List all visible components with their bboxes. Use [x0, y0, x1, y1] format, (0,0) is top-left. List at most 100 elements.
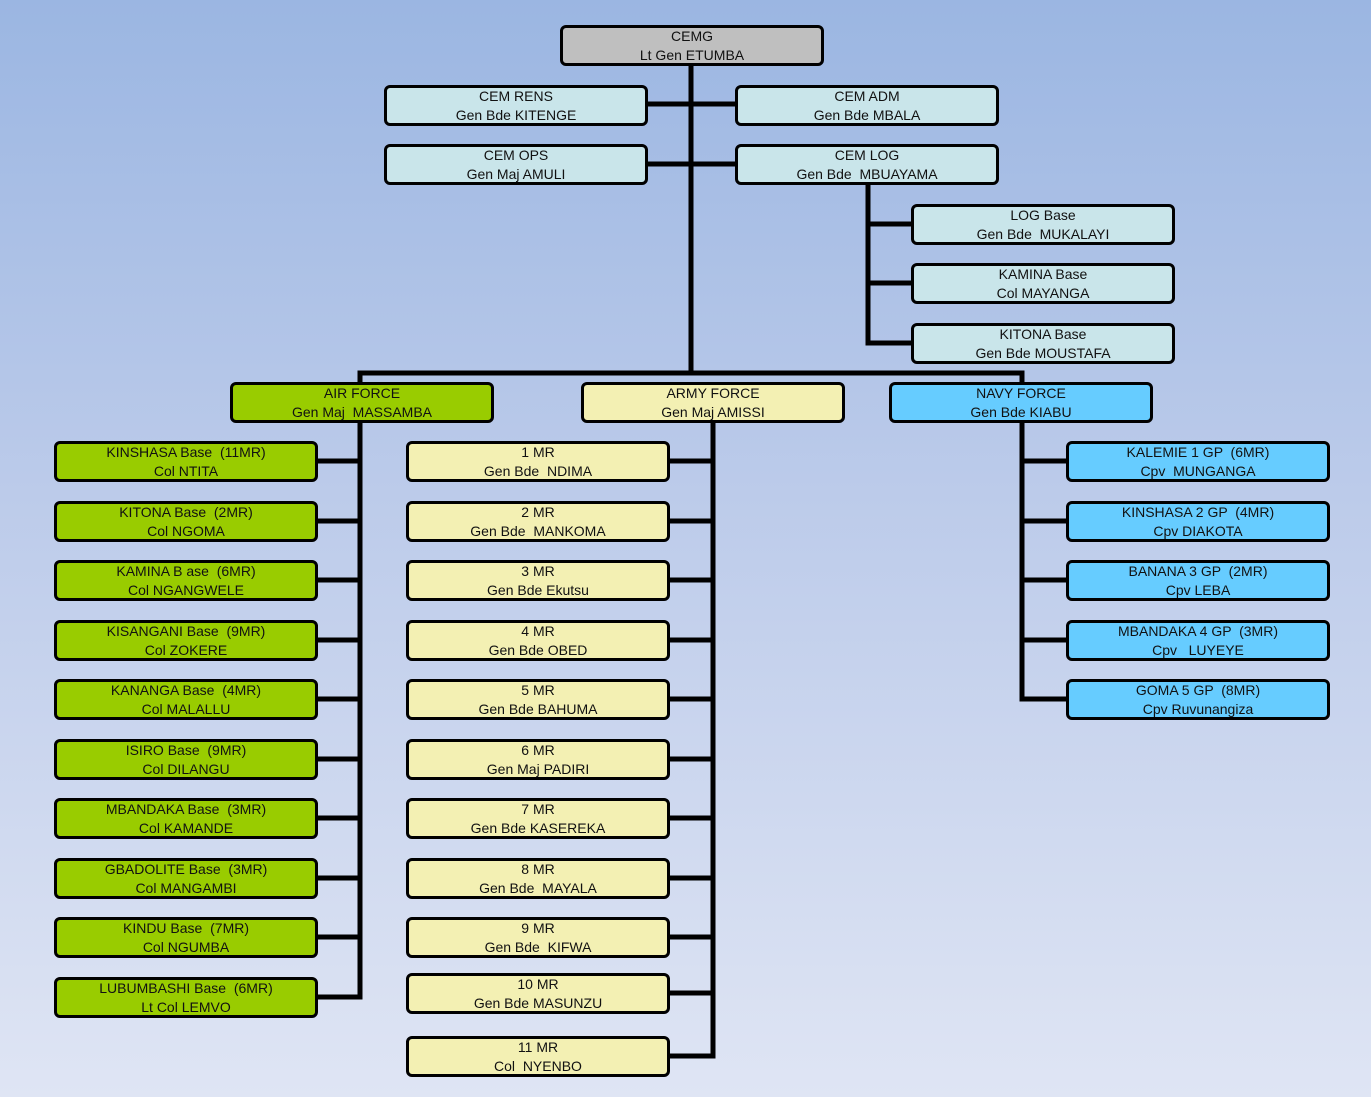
box-name: Gen Bde KIFWA [484, 938, 592, 955]
box-name: Gen Maj AMISSI [661, 403, 765, 420]
box-name: Col MANGAMBI [135, 879, 237, 896]
box-name: Lt Gen ETUMBA [639, 46, 745, 63]
box-title: CEM RENS [479, 87, 553, 104]
navy-unit-box: KINSHASA 2 GP (4MR) Cpv DIAKOTA [1066, 501, 1330, 542]
box-title: 10 MR [517, 975, 559, 992]
army-unit-box: 9 MR Gen Bde KIFWA [406, 917, 670, 958]
army-unit-box: 11 MR Col NYENBO [406, 1036, 670, 1077]
box-name: Gen Bde MANKOMA [470, 522, 606, 539]
box-title: KANANGA Base (4MR) [110, 681, 262, 698]
box-name: Col ZOKERE [144, 641, 228, 658]
box-title: GBADOLITE Base (3MR) [104, 860, 268, 877]
army-unit-box: 10 MR Gen Bde MASUNZU [406, 973, 670, 1014]
air-unit-box: KISANGANI Base (9MR) Col ZOKERE [54, 620, 318, 661]
staff-box-ops: CEM OPS Gen Maj AMULI [384, 144, 648, 185]
box-title: 7 MR [521, 800, 555, 817]
box-name: Gen Bde BAHUMA [478, 700, 598, 717]
box-name: Gen Maj AMULI [466, 165, 566, 182]
box-title: ARMY FORCE [666, 384, 760, 401]
box-name: Cpv LEBA [1165, 581, 1231, 598]
navy-force-box: NAVY FORCE Gen Bde KIABU [889, 382, 1153, 423]
box-title: 6 MR [521, 741, 555, 758]
box-name: Gen Bde MUKALAYI [976, 225, 1110, 242]
box-name: Gen Bde MASUNZU [473, 994, 603, 1011]
box-title: 3 MR [521, 562, 555, 579]
box-title: KITONA Base [999, 325, 1087, 342]
staff-box-adm: CEM ADM Gen Bde MBALA [735, 85, 999, 126]
box-title: MBANDAKA 4 GP (3MR) [1117, 622, 1278, 639]
air-unit-box: KITONA Base (2MR) Col NGOMA [54, 501, 318, 542]
army-force-box: ARMY FORCE Gen Maj AMISSI [581, 382, 845, 423]
box-title: LOG Base [1010, 206, 1076, 223]
box-name: Gen Bde MBUAYAMA [796, 165, 938, 182]
box-title: 8 MR [521, 860, 555, 877]
box-name: Col MAYANGA [996, 284, 1090, 301]
army-unit-box: 7 MR Gen Bde KASEREKA [406, 798, 670, 839]
navy-unit-box: KALEMIE 1 GP (6MR) Cpv MUNGANGA [1066, 441, 1330, 482]
box-title: KINSHASA Base (11MR) [106, 443, 266, 460]
box-name: Cpv MUNGANGA [1140, 462, 1256, 479]
box-title: 5 MR [521, 681, 555, 698]
navy-unit-box: GOMA 5 GP (8MR) Cpv Ruvunangiza [1066, 679, 1330, 720]
box-name: Cpv DIAKOTA [1153, 522, 1243, 539]
cemg-box: CEMG Lt Gen ETUMBA [560, 25, 824, 66]
box-name: Gen Maj PADIRI [486, 760, 590, 777]
box-name: Gen Bde OBED [488, 641, 588, 658]
army-unit-box: 4 MR Gen Bde OBED [406, 620, 670, 661]
box-title: MBANDAKA Base (3MR) [105, 800, 267, 817]
box-title: KITONA Base (2MR) [119, 503, 253, 520]
box-name: Col NGOMA [147, 522, 225, 539]
box-name: Gen Bde MBALA [813, 106, 921, 123]
army-unit-box: 6 MR Gen Maj PADIRI [406, 739, 670, 780]
army-unit-box: 3 MR Gen Bde Ekutsu [406, 560, 670, 601]
box-title: KINDU Base (7MR) [122, 919, 250, 936]
kamina-base-box: KAMINA Base Col MAYANGA [911, 263, 1175, 304]
air-unit-box: KAMINA B ase (6MR) Col NGANGWELE [54, 560, 318, 601]
box-title: 1 MR [521, 443, 555, 460]
box-title: BANANA 3 GP (2MR) [1128, 562, 1268, 579]
box-name: Gen Bde Ekutsu [487, 581, 589, 598]
box-title: KALEMIE 1 GP (6MR) [1126, 443, 1270, 460]
box-name: Col MALALLU [141, 700, 231, 717]
box-name: Lt Col LEMVO [141, 998, 231, 1015]
box-name: Col NYENBO [494, 1057, 582, 1074]
box-name: Gen Bde KASEREKA [470, 819, 606, 836]
navy-unit-box: BANANA 3 GP (2MR) Cpv LEBA [1066, 560, 1330, 601]
box-name: Col KAMANDE [138, 819, 234, 836]
box-title: KAMINA Base [998, 265, 1088, 282]
box-title: KAMINA B ase (6MR) [116, 562, 256, 579]
air-unit-box: GBADOLITE Base (3MR) Col MANGAMBI [54, 858, 318, 899]
box-title: AIR FORCE [323, 384, 401, 401]
box-title: LUBUMBASHI Base (6MR) [99, 979, 273, 996]
navy-unit-box: MBANDAKA 4 GP (3MR) Cpv LUYEYE [1066, 620, 1330, 661]
box-name: Gen Bde NDIMA [483, 462, 593, 479]
box-name: Col DILANGU [142, 760, 230, 777]
box-title: 4 MR [521, 622, 555, 639]
army-unit-box: 5 MR Gen Bde BAHUMA [406, 679, 670, 720]
box-title: 11 MR [517, 1038, 559, 1055]
air-unit-box: KINSHASA Base (11MR) Col NTITA [54, 441, 318, 482]
box-title: NAVY FORCE [976, 384, 1066, 401]
box-title: KISANGANI Base (9MR) [106, 622, 266, 639]
box-name: Gen Bde MOUSTAFA [975, 344, 1111, 361]
box-name: Cpv Ruvunangiza [1142, 700, 1254, 717]
box-title: CEMG [671, 27, 713, 44]
staff-box-rens: CEM RENS Gen Bde KITENGE [384, 85, 648, 126]
army-unit-box: 1 MR Gen Bde NDIMA [406, 441, 670, 482]
air-force-box: AIR FORCE Gen Maj MASSAMBA [230, 382, 494, 423]
log-base-box: LOG Base Gen Bde MUKALAYI [911, 204, 1175, 245]
army-unit-box: 8 MR Gen Bde MAYALA [406, 858, 670, 899]
box-name: Col NGANGWELE [128, 581, 244, 598]
box-title: 9 MR [521, 919, 555, 936]
staff-box-log: CEM LOG Gen Bde MBUAYAMA [735, 144, 999, 185]
box-name: Cpv LUYEYE [1152, 641, 1244, 658]
kitona-base-box: KITONA Base Gen Bde MOUSTAFA [911, 323, 1175, 364]
box-name: Gen Bde MAYALA [479, 879, 597, 896]
air-unit-box: KINDU Base (7MR) Col NGUMBA [54, 917, 318, 958]
box-name: Gen Bde KIABU [970, 403, 1072, 420]
box-title: CEM ADM [834, 87, 900, 104]
box-title: CEM LOG [834, 146, 900, 163]
box-title: ISIRO Base (9MR) [125, 741, 247, 758]
air-unit-box: KANANGA Base (4MR) Col MALALLU [54, 679, 318, 720]
air-unit-box: ISIRO Base (9MR) Col DILANGU [54, 739, 318, 780]
